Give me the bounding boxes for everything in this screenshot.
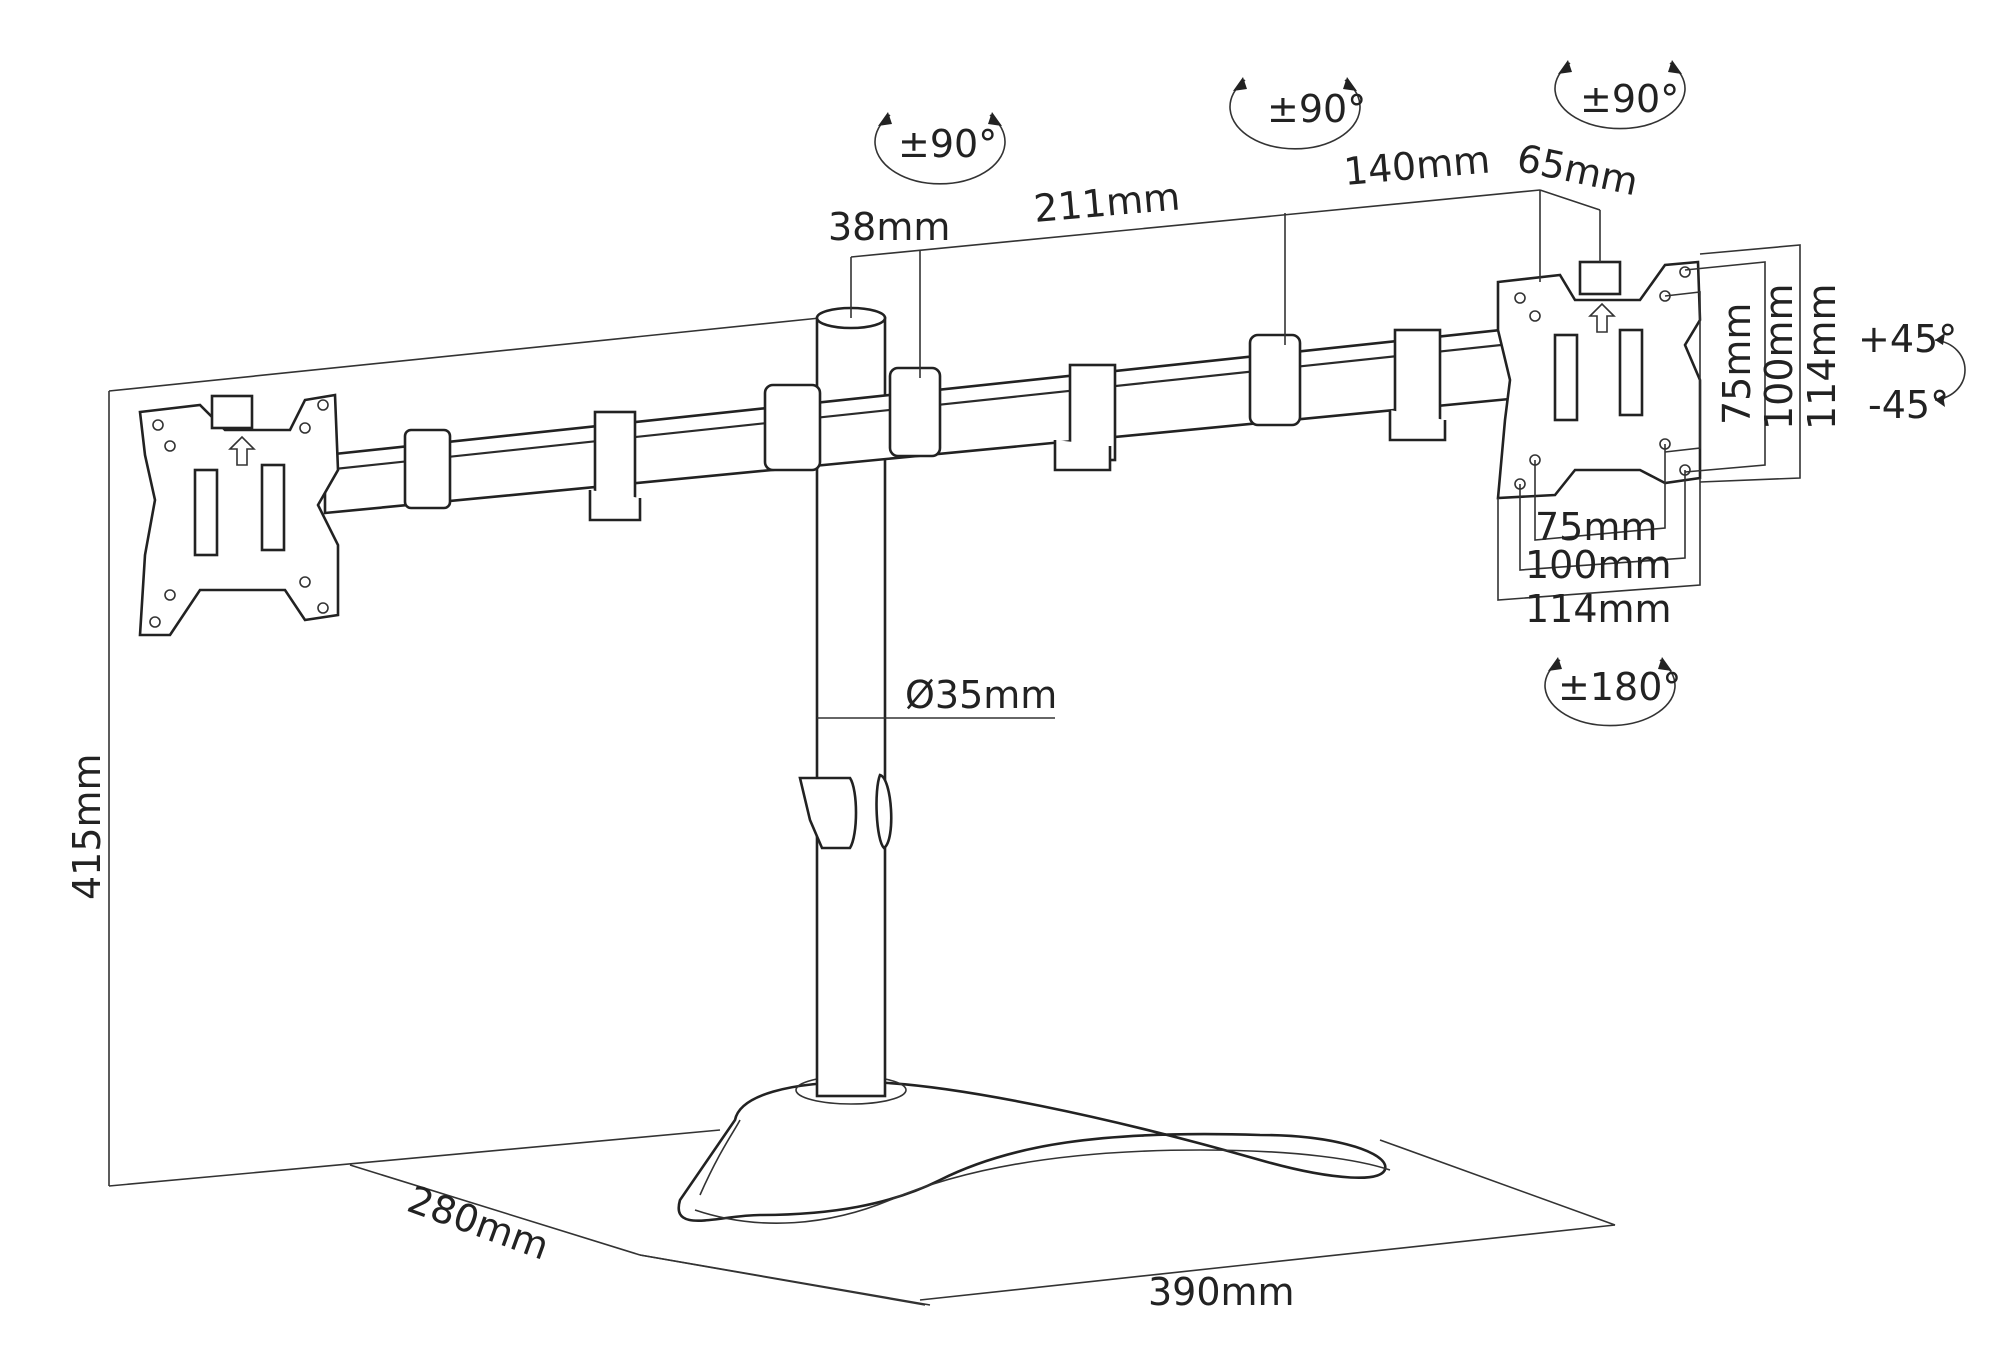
rotate-arrow-icon [1558, 60, 1682, 74]
arm-segment-2-label: 140mm [1342, 137, 1492, 194]
rotation-pole: ±90° [874, 112, 1006, 185]
pole-diameter-label: Ø35mm [905, 673, 1057, 717]
tilt-indicator: +45° -45° [1858, 317, 1966, 427]
vesa-vertical-100-label: 100mm [1757, 283, 1801, 430]
vesa-dimension-lines: 75mm 100mm 114mm 75mm 100mm 114mm [1497, 244, 1844, 631]
vesa-horizontal-75-label: 75mm [1535, 505, 1657, 549]
arm [323, 326, 1522, 522]
pole-offset-label: 38mm [828, 205, 950, 249]
rotation-plate: ±180° [1544, 657, 1681, 727]
tilt-up-label: +45° [1858, 317, 1957, 361]
arm-joints [403, 328, 1447, 522]
height-label: 415mm [65, 753, 109, 900]
right-vesa-plate [1496, 260, 1702, 500]
rotation-arm: ±90° [1229, 77, 1366, 150]
base-width-label: 390mm [1148, 1270, 1295, 1314]
base-dimensions: 280mm 390mm [349, 1139, 1616, 1314]
arm-swivel-label: ±90° [1267, 87, 1366, 131]
arm-segment-1-label: 211mm [1032, 174, 1182, 231]
vesa-horizontal-114-label: 114mm [1525, 587, 1672, 631]
pole-swivel-label: ±90° [898, 122, 997, 166]
rotation-head: ±90° [1554, 60, 1686, 130]
left-vesa-plate [138, 393, 340, 637]
head-swivel-label: ±90° [1580, 77, 1679, 121]
vesa-horizontal-100-label: 100mm [1525, 543, 1672, 587]
stand-base [677, 1075, 1391, 1224]
vesa-vertical-75-label: 75mm [1715, 303, 1759, 425]
height-dimension: 415mm [65, 317, 821, 1187]
base-depth-label: 280mm [402, 1177, 555, 1268]
tilt-down-label: -45° [1868, 383, 1949, 427]
head-offset-label: 65mm [1513, 136, 1642, 204]
head-rotation-label: ±180° [1558, 665, 1681, 709]
vesa-vertical-114-label: 114mm [1800, 283, 1844, 430]
tilt-arrow-icon [1935, 333, 1945, 407]
